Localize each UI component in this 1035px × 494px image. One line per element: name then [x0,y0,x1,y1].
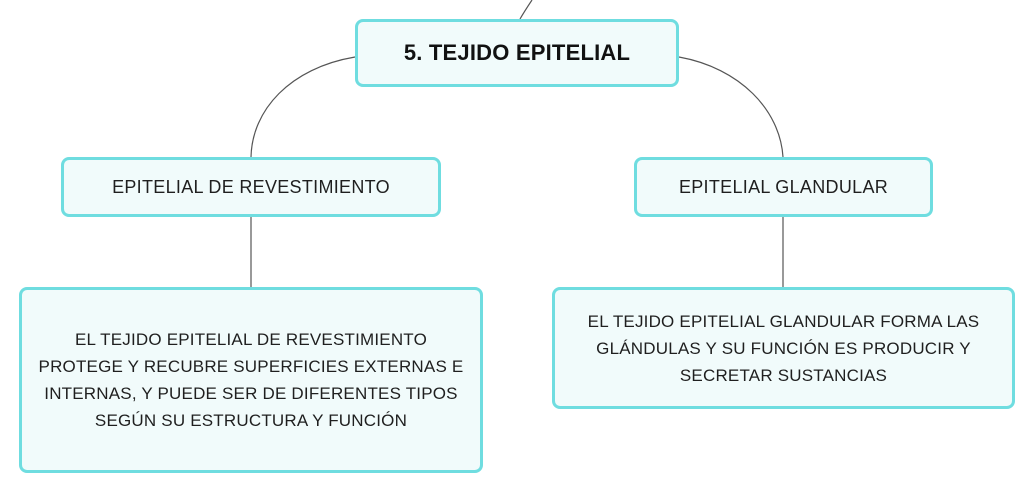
detail-node-glandular-text: EL TEJIDO EPITELIAL GLANDULAR FORMA LAS … [587,311,980,385]
connector-root-to-revestimiento [250,56,356,158]
branch-node-revestimiento[interactable]: EPITELIAL DE REVESTIMIENTO [61,157,441,217]
branch-node-glandular[interactable]: EPITELIAL GLANDULAR [634,157,933,217]
detail-node-glandular[interactable]: EL TEJIDO EPITELIAL GLANDULAR FORMA LAS … [552,287,1015,409]
branch-node-revestimiento-label: EPITELIAL DE REVESTIMIENTO [112,176,390,197]
detail-node-revestimiento[interactable]: EL TEJIDO EPITELIAL DE REVESTIMIENTO PRO… [19,287,483,473]
detail-node-revestimiento-text: EL TEJIDO EPITELIAL DE REVESTIMIENTO PRO… [38,330,464,430]
branch-node-glandular-label: EPITELIAL GLANDULAR [678,176,889,197]
connector-root-to-glandular [678,56,784,158]
root-node[interactable]: 5. TEJIDO EPITELIAL [355,19,679,87]
root-node-label: 5. TEJIDO EPITELIAL [403,40,631,65]
connector-parent-to-root [519,0,533,20]
